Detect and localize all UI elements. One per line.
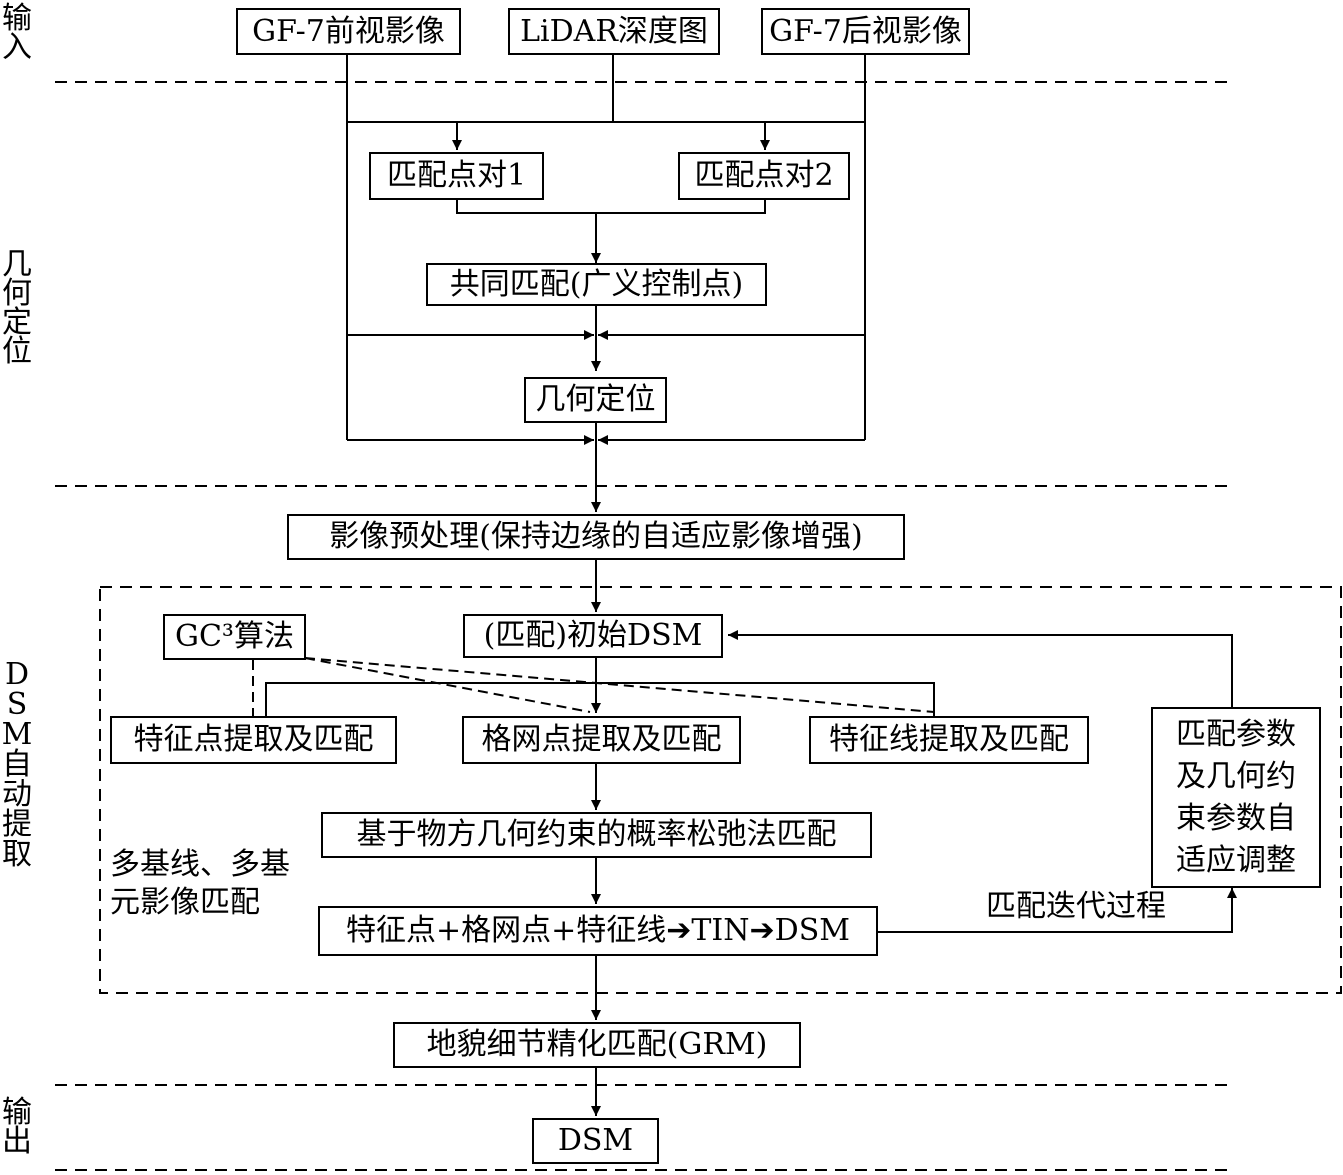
gf7-back-image-box: GF-7后视影像 — [761, 8, 970, 55]
iteration-arrow — [878, 888, 1237, 933]
gf7-front-image-box: GF-7前视影像 — [236, 8, 461, 55]
dashed-link — [304, 657, 591, 713]
feature-line-matching-box: 特征线提取及匹配 — [809, 716, 1089, 764]
dashed-link — [304, 657, 935, 713]
multi-baseline-note: 多基线、多基元影像匹配 — [110, 847, 290, 920]
stage-label-dsm-extraction: DSM自动提取 — [1, 657, 33, 872]
iteration-arrow — [728, 630, 1233, 707]
initial-dsm-box: (匹配)初始DSM — [463, 614, 723, 658]
connector — [456, 200, 766, 214]
stage-label-output: 输出 — [2, 1095, 32, 1159]
geo-positioning-box: 几何定位 — [524, 377, 667, 423]
grm-refinement-box: 地貌细节精化匹配(GRM) — [393, 1022, 801, 1068]
image-preprocessing-box: 影像预处理(保持边缘的自适应影像增强) — [287, 514, 905, 560]
connector — [265, 682, 935, 716]
feature-point-matching-box: 特征点提取及匹配 — [110, 716, 397, 764]
lidar-depth-box: LiDAR深度图 — [508, 8, 720, 55]
probabilistic-relaxation-box: 基于物方几何约束的概率松弛法匹配 — [321, 812, 872, 858]
stage-label-geometric-positioning: 几何定位 — [2, 247, 32, 369]
dsm-output-box: DSM — [532, 1118, 659, 1164]
gc3-algorithm-box: GC³算法 — [163, 614, 306, 660]
match-pair-2-box: 匹配点对2 — [678, 152, 850, 200]
dsm-extraction-region — [99, 586, 1342, 994]
stage-label-input: 输入 — [2, 1, 32, 65]
match-pair-1-box: 匹配点对1 — [369, 152, 544, 200]
tin-dsm-box: 特征点+格网点+特征线➔TIN➔DSM — [318, 906, 878, 956]
iteration-label: 匹配迭代过程 — [986, 889, 1166, 924]
common-match-box: 共同匹配(广义控制点) — [426, 263, 767, 306]
grid-point-matching-box: 格网点提取及匹配 — [462, 716, 741, 764]
adaptive-adjust-box: 匹配参数及几何约束参数自适应调整 — [1151, 707, 1321, 888]
